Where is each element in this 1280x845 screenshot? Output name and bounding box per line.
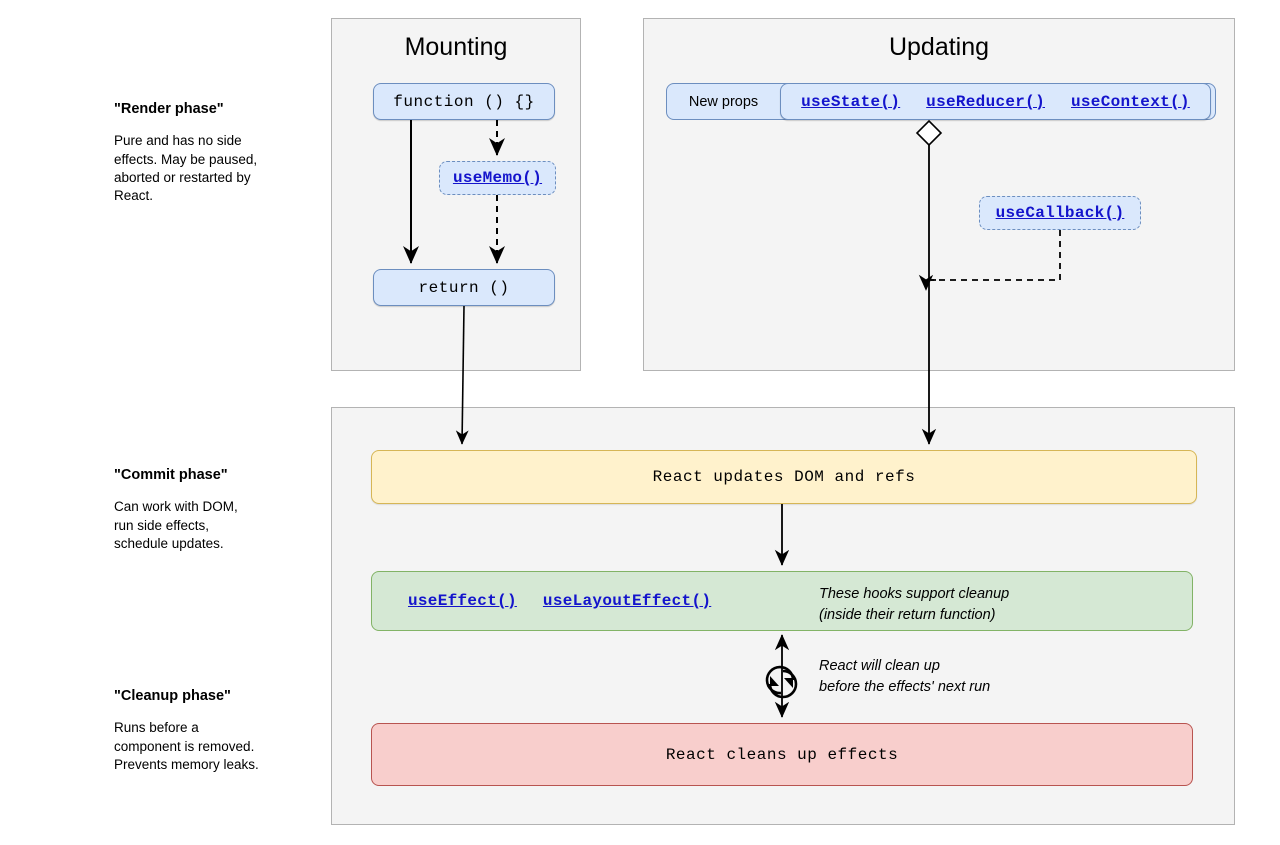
- effects-cleanup-note: These hooks support cleanup (inside thei…: [819, 586, 1010, 624]
- usecallback-link[interactable]: useCallback(): [995, 204, 1125, 222]
- new-props-label: New props: [688, 93, 759, 110]
- panel-title-mounting: Mounting: [404, 33, 508, 61]
- node-usecallback[interactable]: useCallback(): [979, 196, 1141, 230]
- legend-render-phase: "Render phase" Pure and has no side effe…: [114, 101, 324, 205]
- legend-cleanup-phase: "Cleanup phase" Runs before a component …: [114, 688, 324, 774]
- node-usememo[interactable]: useMemo(): [439, 161, 556, 195]
- usecontext-link[interactable]: useContext(): [1071, 92, 1190, 111]
- node-react-cleans-up-effects[interactable]: React cleans up effects: [371, 723, 1193, 786]
- node-react-updates-dom-label: React updates DOM and refs: [652, 468, 916, 486]
- legend-body-cleanup: Runs before a component is removed. Prev…: [114, 720, 259, 772]
- legend-title-cleanup: "Cleanup phase": [114, 688, 231, 704]
- node-return-label: return (): [418, 278, 510, 297]
- usereducer-link[interactable]: useReducer(): [926, 92, 1045, 111]
- node-function-label: function () {}: [393, 92, 535, 111]
- node-state-hooks[interactable]: useState() useReducer() useContext(): [780, 83, 1211, 120]
- node-return[interactable]: return (): [373, 269, 555, 306]
- usestate-link[interactable]: useState(): [801, 92, 901, 111]
- node-react-updates-dom[interactable]: React updates DOM and refs: [371, 450, 1197, 504]
- panel-title-updating: Updating: [888, 33, 990, 61]
- node-updating-hooks-bar: New props useState() useReducer() useCon…: [666, 83, 1216, 120]
- legend-title-commit: "Commit phase": [114, 467, 228, 483]
- node-function[interactable]: function () {}: [373, 83, 555, 120]
- node-react-cleans-up-effects-label: React cleans up effects: [665, 745, 899, 764]
- panel-updating: Updating: [643, 18, 1235, 371]
- legend-body-render: Pure and has no side effects. May be pau…: [114, 133, 258, 204]
- useeffect-link[interactable]: useEffect(): [408, 592, 517, 610]
- node-effects-hooks[interactable]: useEffect() useLayoutEffect(): [371, 571, 1193, 631]
- loop-cleanup-note: React will clean up before the effects' …: [819, 658, 991, 696]
- usememo-link[interactable]: useMemo(): [452, 169, 543, 187]
- legend-title-render: "Render phase": [114, 101, 224, 117]
- legend-commit-phase: "Commit phase" Can work with DOM, run si…: [114, 467, 324, 553]
- legend-body-commit: Can work with DOM, run side effects, sch…: [114, 499, 238, 551]
- uselayouteffect-link[interactable]: useLayoutEffect(): [542, 592, 712, 610]
